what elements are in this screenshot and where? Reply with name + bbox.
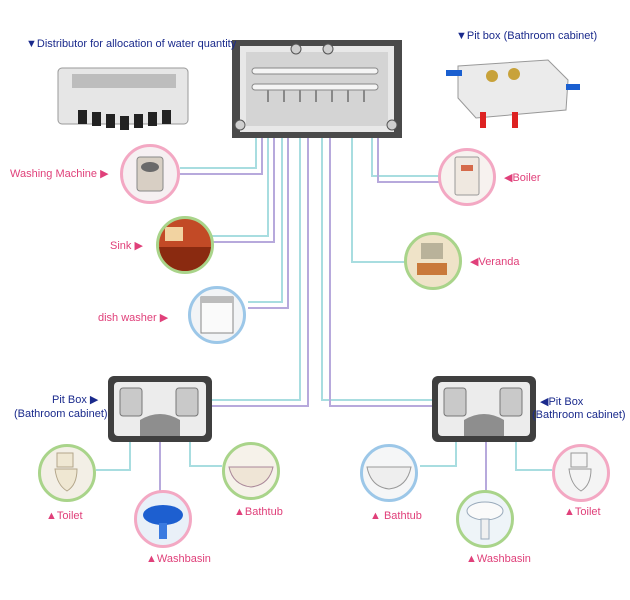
pipe-right-pitbox-cold [321, 138, 432, 401]
pipe-left-toilet [96, 440, 131, 471]
pitbox-photo [446, 59, 580, 128]
toilet-right-icon [552, 444, 610, 502]
bathtub-left-label: ▲Bathtub [234, 506, 283, 518]
washbasin-right-label: ▲Washbasin [466, 553, 531, 565]
toilet-right-label: ▲Toilet [564, 506, 601, 518]
distributor-label: ▼Distributor for allocation of water qua… [26, 38, 237, 50]
pipe-sink-hot [212, 138, 275, 243]
left-pitbox-label-1: Pit Box ▶ [52, 394, 99, 406]
bathtub-right-icon [360, 444, 418, 502]
bathtub-right-label: ▲ Bathtub [370, 510, 422, 522]
right-pitbox-label-2: (Bathroom cabinet) [532, 409, 626, 421]
right-pitbox [432, 376, 536, 442]
boiler-icon [438, 148, 496, 206]
veranda-label: ◀Veranda [470, 256, 520, 268]
pipe-right-pitbox-hot [329, 138, 432, 407]
washing-machine-icon [120, 144, 180, 204]
pipe-left-pitbox-hot [212, 138, 309, 407]
veranda-icon [404, 232, 462, 290]
pipe-left-bathtub [189, 440, 222, 467]
pipe-washing-machine-hot [180, 138, 263, 175]
pipe-right-bathtub [420, 440, 457, 467]
pipe-veranda [351, 138, 406, 263]
sink-icon [156, 216, 214, 274]
washbasin-left-icon [134, 490, 192, 548]
pipe-boiler-hot [377, 138, 440, 183]
pipe-left-pitbox-cold [212, 138, 301, 401]
washbasin-left-label: ▲Washbasin [146, 553, 211, 565]
distributor-photo [57, 67, 189, 130]
dishwasher-icon [188, 286, 246, 344]
toilet-left-label: ▲Toilet [46, 510, 83, 522]
right-pitbox-label-1: ◀Pit Box [540, 396, 584, 408]
pipe-boiler-cold [371, 138, 440, 177]
pipe-right-toilet [515, 440, 552, 471]
pipe-dishwasher-cold [248, 138, 283, 303]
left-pitbox-label-2: (Bathroom cabinet) [14, 408, 108, 420]
pitbox-top-label: ▼Pit box (Bathroom cabinet) [456, 30, 598, 42]
washbasin-right-icon [456, 490, 514, 548]
pipe-sink-cold [212, 138, 269, 237]
pipe-dishwasher-hot [248, 138, 289, 309]
pipe-washing-machine-cold [180, 138, 257, 169]
sink-label: Sink ▶ [110, 240, 143, 252]
bathtub-left-icon [222, 442, 280, 500]
washing-machine-label: Washing Machine ▶ [10, 168, 109, 180]
dishwasher-label: dish washer ▶ [98, 312, 169, 324]
left-pitbox [108, 376, 212, 442]
toilet-left-icon [38, 444, 96, 502]
distributor-panel [232, 40, 402, 138]
boiler-label: ◀Boiler [504, 172, 541, 184]
